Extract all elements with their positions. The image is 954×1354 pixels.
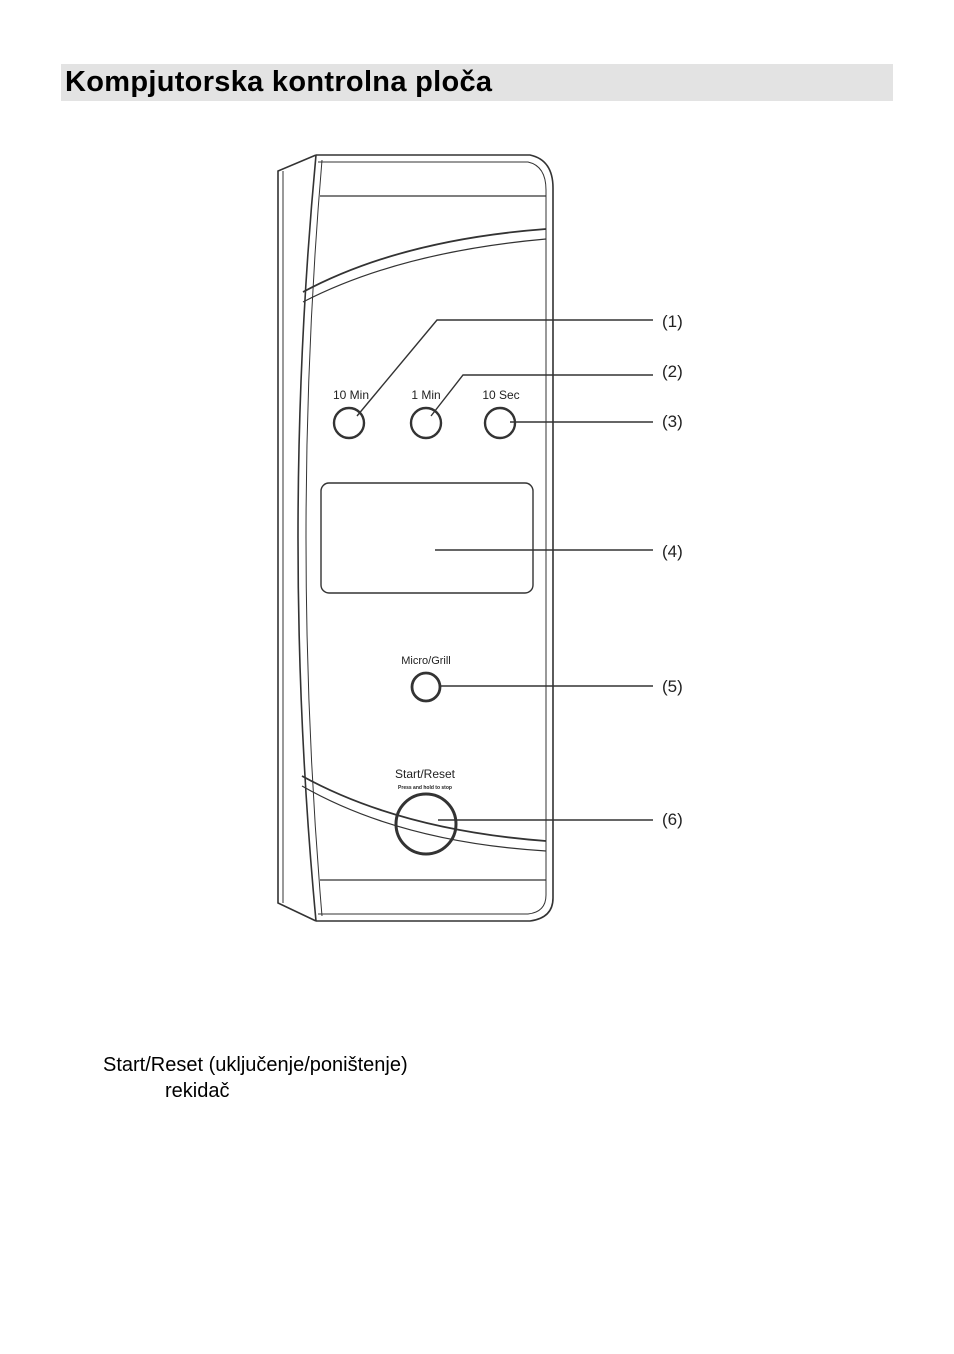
button-10-min[interactable]: 10 Min (332, 388, 369, 440)
section-title-bar: Kompjutorska kontrolna ploča (61, 64, 893, 101)
callout-6: (6) (662, 810, 683, 829)
panel-outline (277, 154, 554, 922)
page-title: Kompjutorska kontrolna ploča (65, 66, 493, 98)
button-micro-grill-label: Micro/Grill (401, 655, 451, 667)
caption: Start/Reset (uključenje/poništenje) reki… (103, 1052, 408, 1104)
button-micro-grill[interactable]: Micro/Grill (401, 655, 451, 703)
button-10-sec[interactable]: 10 Sec (482, 388, 520, 440)
callout-1: (1) (662, 312, 683, 331)
display-window (320, 482, 534, 594)
caption-line-1: Start/Reset (uključenje/poništenje) (103, 1054, 408, 1076)
button-10-min-label: 10 Min (333, 388, 369, 402)
button-1-min-label: 1 Min (411, 388, 440, 402)
button-start-reset-sublabel: Press and hold to stop (398, 785, 452, 791)
button-start-reset-label: Start/Reset (395, 767, 456, 781)
callout-numbers: (1) (2) (3) (4) (5) (6) (662, 312, 683, 829)
callout-5: (5) (662, 677, 683, 696)
callout-2: (2) (662, 362, 683, 381)
button-1-min[interactable]: 1 Min (409, 388, 443, 440)
button-10-sec-label: 10 Sec (482, 388, 519, 402)
control-panel-diagram: 10 Min 1 Min 10 Sec Micro/Grill Start/Re… (277, 154, 683, 922)
callout-4: (4) (662, 542, 683, 561)
callout-3: (3) (662, 412, 683, 431)
callout-leader-lines (356, 319, 653, 821)
button-start-reset[interactable]: Start/Reset Press and hold to stop (394, 767, 458, 856)
caption-line-2: rekidač (165, 1080, 230, 1102)
